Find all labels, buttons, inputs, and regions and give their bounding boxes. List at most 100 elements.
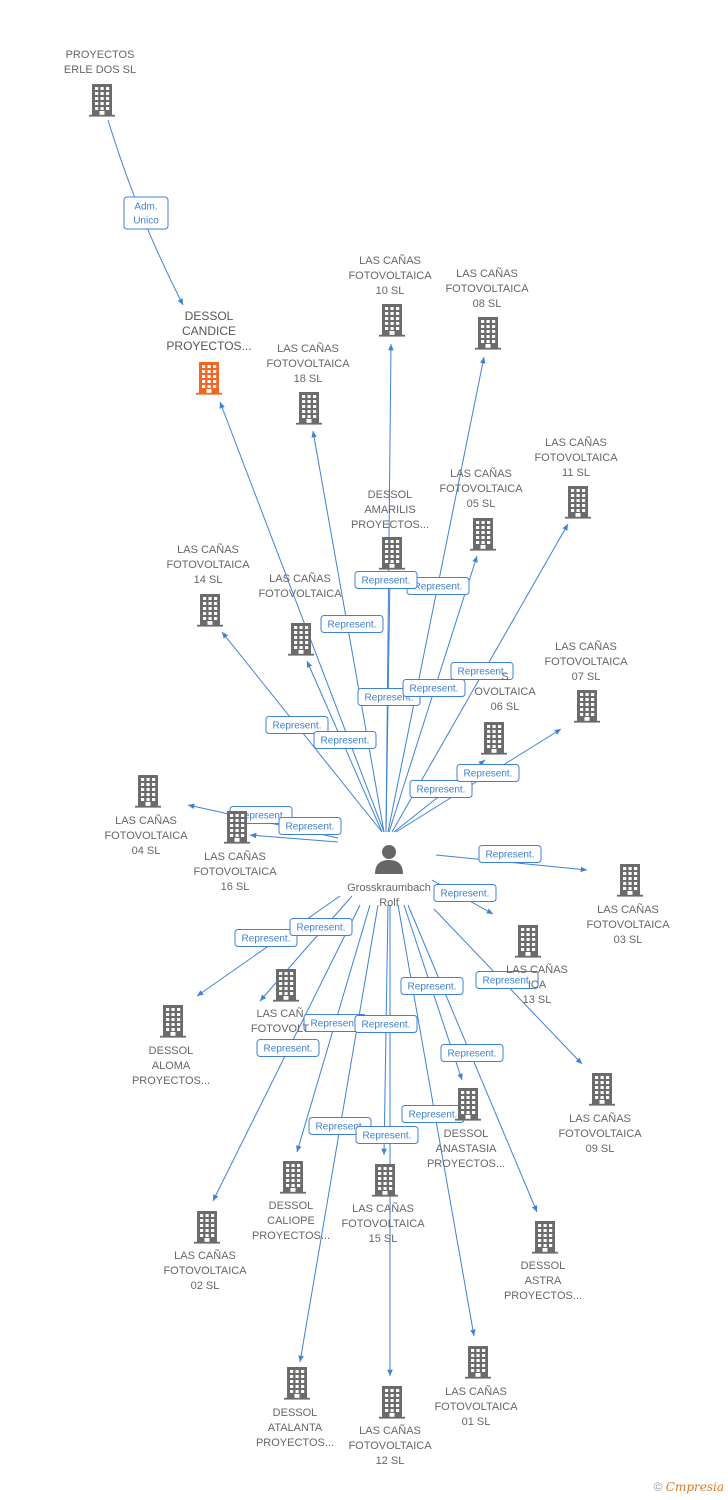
brand-logo[interactable]: Cmpresia xyxy=(666,1480,724,1494)
edge-label-person-to-canas-16[interactable]: Represent. xyxy=(278,817,342,835)
node-label: LAS CAÑAS xyxy=(569,1112,631,1125)
building-icon xyxy=(589,1073,615,1106)
node-label: FOTOVOLTAICA xyxy=(266,358,350,370)
edge-label-box xyxy=(433,884,497,902)
footer-credit: © Cmpresia xyxy=(654,1480,724,1494)
edge-label-text: Represent. xyxy=(321,736,370,747)
node-label: PROYECTOS... xyxy=(252,1230,330,1242)
node-label: AMARILIS xyxy=(364,504,415,516)
building-icon xyxy=(280,1161,306,1194)
edge-label-box xyxy=(450,662,514,680)
node-label: PROYECTOS... xyxy=(504,1290,582,1302)
copyright-symbol: © xyxy=(653,1480,663,1494)
edge-label-text: Represent. xyxy=(464,769,513,780)
node-label: 04 SL xyxy=(132,845,161,857)
edge-label-box xyxy=(256,1039,320,1057)
node-label: 01 SL xyxy=(462,1416,491,1428)
edge-label-box xyxy=(440,1044,504,1062)
edge-label-person-to-canas-07[interactable]: Represent. xyxy=(456,764,520,782)
node-label: CALIOPE xyxy=(267,1215,315,1227)
node-label: LAS CAÑAS xyxy=(450,467,512,480)
edge-label-person-to-dessol-aloma[interactable]: Represent. xyxy=(234,929,298,947)
edge-label-person-to-canas-01[interactable]: Represent. xyxy=(401,1105,465,1123)
edge-label-person-to-dessol-astra[interactable]: Represent. xyxy=(440,1044,504,1062)
edge-label-person-to-canas-06[interactable]: Represent. xyxy=(409,780,473,798)
node-label: 15 SL xyxy=(369,1233,398,1245)
building-icon xyxy=(224,811,250,844)
node-label: OVOLTAICA xyxy=(474,686,536,698)
node-label: LAS CAÑAS xyxy=(359,254,421,267)
node-label: 05 SL xyxy=(467,498,496,510)
edge-label-person-to-canas-18[interactable]: Represent. xyxy=(320,615,384,633)
edge-label-person-to-canas-19[interactable]: Represent. xyxy=(289,918,353,936)
edge-person-to-dessol-candice xyxy=(219,401,385,833)
edge-label-box xyxy=(278,817,342,835)
edge-label-proyectos-erle-dos-to-dessol-candice[interactable]: Adm.Unico xyxy=(123,196,169,230)
building-icon xyxy=(379,304,405,337)
node-dessol-candice[interactable]: DESSOLCANDICEPROYECTOS... xyxy=(166,309,252,395)
node-dessol-atalanta[interactable]: DESSOLATALANTAPROYECTOS... xyxy=(256,1367,334,1449)
edge-label-person-to-canas-02[interactable]: Represent. xyxy=(256,1039,320,1057)
edge-label-person-to-dessol-amarilis[interactable]: Represent. xyxy=(354,571,418,589)
edge-label-text: Represent. xyxy=(483,976,532,987)
edge-labels-layer: Adm.UnicoRepresent.Represent.Represent.R… xyxy=(123,196,542,1144)
node-label: LAS CAÑAS xyxy=(456,267,518,280)
building-icon xyxy=(481,722,507,755)
node-label: LAS CAÑAS xyxy=(269,572,331,585)
building-icon xyxy=(532,1221,558,1254)
edge-label-person-to-canas-12[interactable]: Represent. xyxy=(355,1126,419,1144)
edge-label-person-to-canas-15[interactable]: Represent. xyxy=(354,1015,418,1033)
node-dessol-astra[interactable]: DESSOLASTRAPROYECTOS... xyxy=(504,1221,582,1302)
edge-label-person-to-canas-11[interactable]: Represent. xyxy=(450,662,514,680)
edge-label-person-to-canas-09[interactable]: Represent. xyxy=(475,971,539,989)
edge-label-person-to-canas-17[interactable]: Represent. xyxy=(313,731,377,749)
building-icon xyxy=(455,1088,481,1121)
edge-label-person-to-canas-05[interactable]: Represent. xyxy=(402,679,466,697)
building-icon xyxy=(372,1164,398,1197)
edge-label-person-to-canas-13[interactable]: Represent. xyxy=(433,884,497,902)
edge-label-text: Represent. xyxy=(408,982,457,993)
building-icon xyxy=(379,1386,405,1419)
edge-label-person-to-canas-03[interactable]: Represent. xyxy=(478,845,542,863)
node-label: LAS CAÑAS xyxy=(597,903,659,916)
node-dessol-anastasia[interactable]: DESSOLANASTASIAPROYECTOS... xyxy=(427,1088,505,1170)
edge-label-person-to-dessol-anastasia[interactable]: Represent. xyxy=(400,977,464,995)
edge-label-box xyxy=(354,1015,418,1033)
edge-label-box xyxy=(402,679,466,697)
node-label: DESSOL xyxy=(185,309,234,323)
node-dessol-caliope[interactable]: DESSOLCALIOPEPROYECTOS... xyxy=(252,1161,330,1242)
node-label: LAS CAÑAS xyxy=(174,1249,236,1262)
node-dessol-aloma[interactable]: DESSOLALOMAPROYECTOS... xyxy=(132,1005,210,1087)
edge-label-box xyxy=(320,615,384,633)
building-icon xyxy=(470,518,496,551)
edge-label-person-to-canas-14[interactable]: Represent. xyxy=(265,716,329,734)
node-label: FOTOVOLTAICA xyxy=(348,270,432,282)
edge-person-to-canas-19 xyxy=(259,895,353,1002)
node-dessol-amarilis[interactable]: DESSOLAMARILISPROYECTOS... xyxy=(351,489,429,570)
edge-label-text: Represent. xyxy=(362,576,411,587)
node-label: Rolf xyxy=(379,897,400,909)
node-label: PROYECTOS... xyxy=(256,1437,334,1449)
edge-label-text: Represent. xyxy=(328,620,377,631)
